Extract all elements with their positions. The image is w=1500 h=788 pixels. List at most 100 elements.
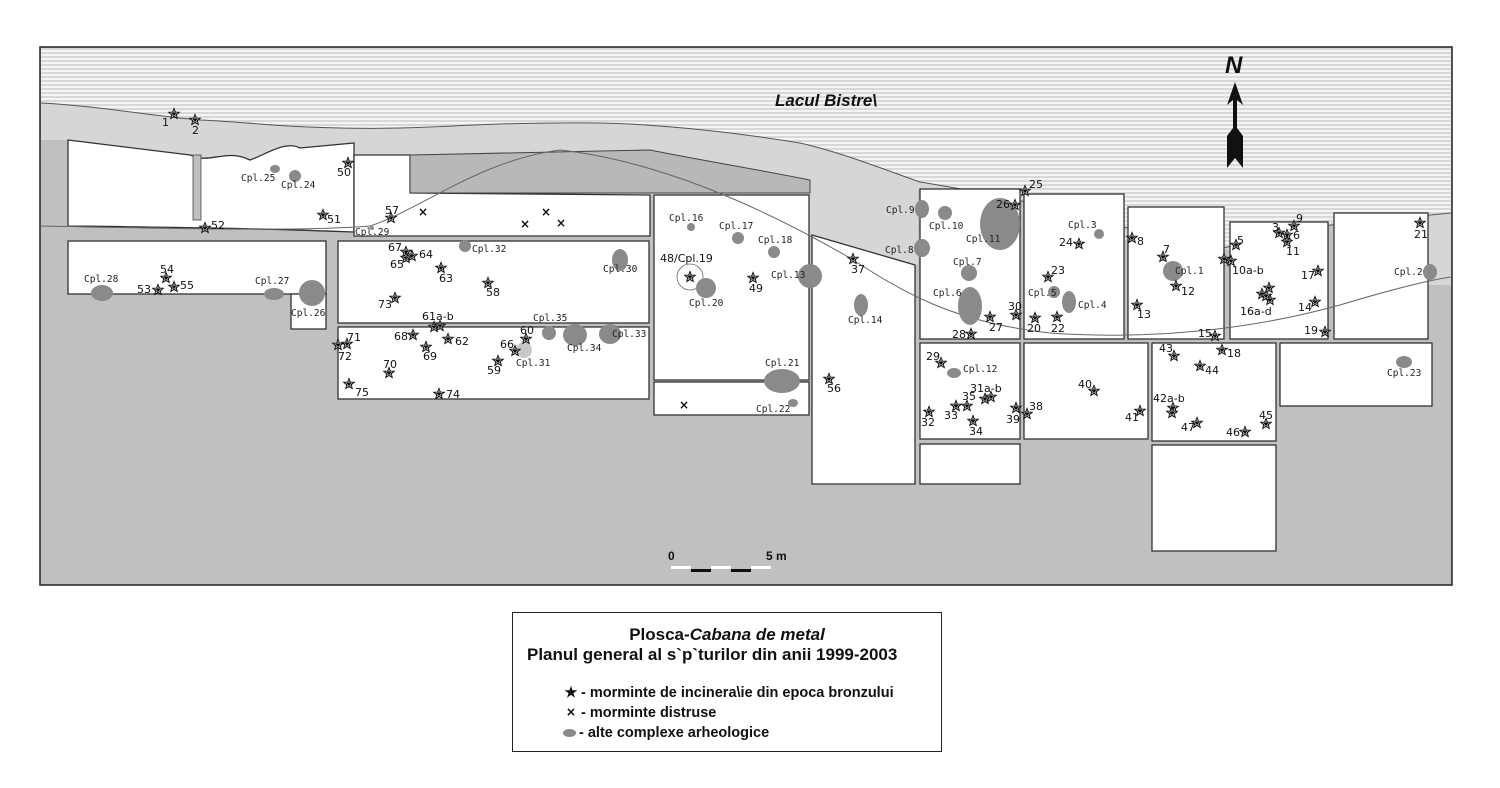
complex-feature bbox=[798, 264, 822, 288]
grave-label: 73 bbox=[378, 298, 392, 311]
grave-marker-core bbox=[1134, 302, 1140, 308]
complex-feature bbox=[980, 198, 1020, 250]
grave-label: 5 bbox=[1237, 234, 1244, 247]
grave-label: 39 bbox=[1006, 413, 1020, 426]
grave-label: 45 bbox=[1259, 409, 1273, 422]
grave-marker-core bbox=[485, 280, 491, 286]
complex-label: Cpl.12 bbox=[963, 364, 997, 375]
trench-e5 bbox=[1333, 212, 1429, 340]
grave-label: 43 bbox=[1159, 342, 1173, 355]
grave-marker-core bbox=[1013, 405, 1019, 411]
grave-label: 23 bbox=[1051, 264, 1065, 277]
complex-label: Cpl.1 bbox=[1175, 266, 1204, 277]
trenches bbox=[67, 139, 1433, 552]
complex-feature bbox=[91, 285, 113, 301]
grave-label: 11 bbox=[1286, 245, 1300, 258]
grave-marker-core bbox=[155, 287, 161, 293]
trench-north-west bbox=[67, 139, 355, 233]
grave-label: 17 bbox=[1301, 269, 1315, 282]
grave-label: 59 bbox=[487, 364, 501, 377]
trench-strip bbox=[811, 234, 916, 485]
grave-marker-core bbox=[1267, 297, 1273, 303]
grave-label: 56 bbox=[827, 382, 841, 395]
grave-label: 22 bbox=[1051, 322, 1065, 335]
grave-label: 25 bbox=[1029, 178, 1043, 191]
legend-title: Plosca-Cabana de metal bbox=[513, 625, 941, 645]
grave-label: 20 bbox=[1027, 322, 1041, 335]
complex-feature bbox=[1048, 286, 1060, 298]
grave-marker-core bbox=[1233, 242, 1239, 248]
grave-label: 27 bbox=[989, 321, 1003, 334]
complex-feature bbox=[270, 165, 280, 173]
complex-feature bbox=[299, 280, 325, 306]
complex-feature bbox=[854, 294, 868, 316]
trench-s4 bbox=[1279, 342, 1433, 407]
complex-feature bbox=[732, 232, 744, 244]
grave-marker-core bbox=[1219, 347, 1225, 353]
complex-feature bbox=[1396, 356, 1412, 368]
grave-label: 30 bbox=[1008, 300, 1022, 313]
grave-marker-core bbox=[1242, 429, 1248, 435]
complex-feature bbox=[768, 246, 780, 258]
grave-label: 53 bbox=[137, 283, 151, 296]
grave-marker-core bbox=[850, 256, 856, 262]
grave-marker-core bbox=[335, 342, 341, 348]
grave-marker-core bbox=[750, 275, 756, 281]
grave-label: 12 bbox=[1181, 285, 1195, 298]
grave-label: 46 bbox=[1226, 426, 1240, 439]
grave-marker-core bbox=[392, 295, 398, 301]
complex-feature bbox=[938, 206, 952, 220]
grave-marker-core bbox=[938, 360, 944, 366]
complex-feature bbox=[516, 342, 532, 358]
grave-label: 10a-b bbox=[1232, 264, 1264, 277]
grave-marker-core bbox=[437, 323, 443, 329]
complex-feature bbox=[687, 223, 695, 231]
grave-label: 34 bbox=[969, 425, 983, 438]
trench-west bbox=[67, 240, 327, 295]
shore-block bbox=[409, 149, 811, 194]
complex-label: Cpl.21 bbox=[765, 358, 800, 369]
complex-label: Cpl.14 bbox=[848, 315, 883, 326]
complex-feature bbox=[1094, 229, 1104, 239]
complex-feature bbox=[370, 226, 374, 230]
grave-label: 24 bbox=[1059, 236, 1073, 249]
complex-label: Cpl.18 bbox=[758, 235, 793, 246]
grave-marker-core bbox=[1022, 188, 1028, 194]
complex-label: Cpl.30 bbox=[603, 264, 638, 275]
grave-label: 16a-d bbox=[1240, 305, 1272, 318]
grave-marker-core bbox=[826, 376, 832, 382]
complex-feature bbox=[961, 265, 977, 281]
grave-marker-core bbox=[1276, 230, 1282, 236]
grave-label: 8 bbox=[1137, 235, 1144, 248]
grave-marker-core bbox=[320, 212, 326, 218]
complex-label: Cpl.22 bbox=[756, 404, 790, 415]
grave-label: 68 bbox=[394, 330, 408, 343]
trench-central bbox=[653, 194, 810, 381]
grave-label: 66 bbox=[500, 338, 514, 351]
legend-item-label: - morminte de incinera\ie din epoca bron… bbox=[581, 685, 894, 701]
grave-marker-core bbox=[403, 255, 409, 261]
legend-item-destroyed: ×- morminte distruse bbox=[563, 705, 717, 721]
destroyed-grave-marker: × bbox=[520, 217, 530, 231]
complex-label: Cpl.33 bbox=[612, 329, 646, 340]
grave-marker-core bbox=[1076, 241, 1082, 247]
grave-label: 14 bbox=[1298, 301, 1312, 314]
complex-label: Cpl.8 bbox=[885, 245, 914, 256]
complex-label: Cpl.27 bbox=[255, 276, 289, 287]
complex-feature bbox=[563, 324, 587, 346]
grave-marker-core bbox=[523, 336, 529, 342]
grave-marker-core bbox=[1263, 293, 1269, 299]
grave-label: 50 bbox=[337, 166, 351, 179]
complex-label: Cpl.13 bbox=[771, 270, 805, 281]
scale-start-label: 0 bbox=[668, 549, 675, 563]
trench-sector-b bbox=[337, 326, 650, 400]
grave-marker-core bbox=[388, 215, 394, 221]
grave-marker-core bbox=[410, 332, 416, 338]
grave-marker-core bbox=[495, 358, 501, 364]
grave-marker-core bbox=[346, 381, 352, 387]
grave-label: 18 bbox=[1227, 347, 1241, 360]
grave-marker-core bbox=[1197, 363, 1203, 369]
grave-label: 74 bbox=[446, 388, 460, 401]
